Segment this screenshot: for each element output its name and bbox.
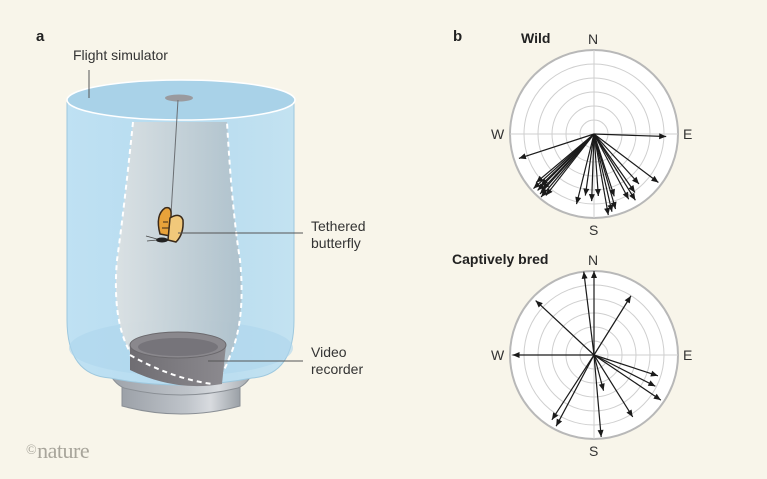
captive-south-label: S xyxy=(589,443,599,459)
wild-south-label: S xyxy=(589,222,599,238)
wild-vector xyxy=(535,133,595,184)
copyright-symbol: © xyxy=(26,443,37,458)
wild-arrowhead xyxy=(628,185,635,193)
wild-arrowhead xyxy=(629,192,636,201)
captive-vector xyxy=(593,354,659,377)
captive-vector xyxy=(581,271,595,356)
captive-arrowhead xyxy=(598,383,605,391)
wild-polar-chart xyxy=(509,49,679,219)
wild-arrowhead xyxy=(536,175,544,183)
captive-arrowhead xyxy=(581,271,588,279)
captive-polar-chart xyxy=(509,270,679,440)
wild-vector xyxy=(593,133,630,200)
wild-vector xyxy=(593,133,640,185)
captive-west-label: W xyxy=(491,347,505,363)
captive-arrowhead xyxy=(624,295,631,304)
wild-vector xyxy=(593,133,611,216)
captive-arrowhead xyxy=(647,380,656,387)
wild-vector xyxy=(593,133,615,197)
panel-a-letter: a xyxy=(36,28,45,45)
wild-arrowhead xyxy=(632,176,639,184)
wild-vector xyxy=(593,133,636,193)
camera-field-of-view xyxy=(115,122,242,384)
label-video-recorder: Video recorder xyxy=(311,344,363,378)
captive-chart-title: Captively bred xyxy=(452,251,549,267)
wild-arrowhead xyxy=(659,133,667,140)
captive-arrowhead xyxy=(556,418,563,427)
captive-arrowhead xyxy=(535,300,543,308)
wild-arrowhead xyxy=(610,201,617,210)
wild-vector xyxy=(593,133,667,140)
captive-vector xyxy=(535,300,595,356)
wild-west-label: W xyxy=(491,126,505,142)
label-tethered-butterfly: Tethered butterfly xyxy=(311,218,365,252)
wild-arrowhead xyxy=(604,207,611,216)
wild-arrowhead xyxy=(540,186,547,194)
wild-vector xyxy=(518,133,595,160)
label-flight-simulator: Flight simulator xyxy=(73,47,168,63)
wild-north-label: N xyxy=(588,31,599,47)
captive-arrowhead xyxy=(653,393,661,401)
captive-north-label: N xyxy=(588,252,599,268)
captive-arrowhead xyxy=(512,352,520,358)
wild-vector xyxy=(583,133,595,196)
captive-vector xyxy=(591,271,597,355)
wild-vector xyxy=(593,133,659,184)
captive-arrowhead xyxy=(551,412,559,420)
captive-arrowhead xyxy=(650,370,658,377)
wild-arrowhead xyxy=(575,196,582,205)
captive-vector xyxy=(593,354,634,418)
captive-vector xyxy=(593,354,662,401)
butterfly-icon xyxy=(145,206,184,243)
wild-vector xyxy=(575,133,595,205)
captive-arrowhead xyxy=(597,429,604,438)
wild-arrowhead xyxy=(609,188,615,197)
captive-vector xyxy=(593,354,605,391)
wild-arrowhead xyxy=(533,181,541,189)
captive-vector xyxy=(551,354,595,421)
wild-chart-title: Wild xyxy=(521,30,551,46)
captive-arrowhead xyxy=(626,409,633,417)
wild-vector xyxy=(593,133,636,201)
wild-arrowhead xyxy=(540,178,548,186)
label-video-line2: recorder xyxy=(311,361,364,377)
captive-vector xyxy=(593,295,632,356)
label-tethered-line2: butterfly xyxy=(311,235,361,251)
wild-arrowhead xyxy=(518,153,527,160)
nature-logo-text: nature xyxy=(37,438,90,463)
wild-arrowhead xyxy=(622,191,629,200)
nature-credit: ©nature xyxy=(26,438,90,464)
wild-arrowhead xyxy=(583,188,590,196)
captive-arrowhead xyxy=(591,271,597,278)
captive-vector xyxy=(512,352,594,358)
video-recorder xyxy=(129,331,227,387)
wild-vector xyxy=(593,133,601,197)
captive-vector xyxy=(593,354,604,438)
label-video-line1: Video xyxy=(311,344,347,360)
wild-arrowhead xyxy=(537,183,545,191)
wild-arrowhead xyxy=(651,175,659,183)
panel-b-letter: b xyxy=(453,28,463,45)
captive-vector xyxy=(593,354,656,387)
wild-vector xyxy=(593,133,614,212)
wild-arrowhead xyxy=(594,188,601,197)
tether-mount xyxy=(165,94,193,102)
wild-east-label: E xyxy=(683,126,693,142)
captive-east-label: E xyxy=(683,347,693,363)
tether-line xyxy=(170,99,179,215)
captive-vector xyxy=(555,354,595,427)
wild-arrowhead xyxy=(588,194,595,202)
label-tethered-line1: Tethered xyxy=(311,218,366,234)
wild-vector xyxy=(588,133,595,202)
wild-arrowhead xyxy=(607,204,614,212)
